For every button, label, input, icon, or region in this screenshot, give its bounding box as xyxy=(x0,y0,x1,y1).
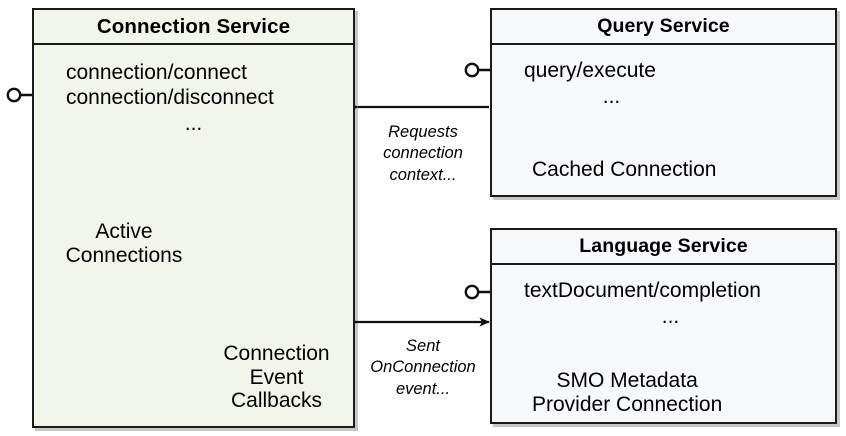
edge-label-sent-line2: OnConnection xyxy=(370,358,476,377)
smo-metadata-label-line1: SMO Metadata xyxy=(556,369,698,392)
query-service-component: Query Service query/execute ... Cached C… xyxy=(490,8,837,197)
language-service-title: Language Service xyxy=(492,230,835,265)
edge-label-sent-onconnection-event: Sent OnConnection event... xyxy=(359,336,487,400)
edge-label-sent-line3: event... xyxy=(395,379,451,398)
edge-label-requests-line3: context... xyxy=(389,165,457,184)
active-connections-caption-line2: Connections xyxy=(65,243,183,267)
operation-connection-disconnect: connection/disconnect xyxy=(66,86,274,110)
active-connections-caption-line1: Active xyxy=(95,220,153,243)
smo-metadata-label: SMO Metadata Provider Connection xyxy=(532,369,722,417)
language-service-operations: textDocument/completion ... xyxy=(524,278,817,329)
edge-label-sent-line1: Sent xyxy=(406,337,440,355)
operation-textdocument-completion: textDocument/completion xyxy=(524,279,761,302)
language-service-operations-ellipsis: ... xyxy=(661,305,680,329)
query-service-operations: query/execute ... xyxy=(524,58,699,109)
query-service-operations-ellipsis: ... xyxy=(602,85,621,109)
cached-connection-artifact: Cached Connection xyxy=(532,158,716,182)
query-service-title: Query Service xyxy=(492,10,835,45)
edge-label-requests-line2: connection xyxy=(383,144,463,163)
edge-label-requests-line1: Requests xyxy=(388,123,458,141)
smo-metadata-provider-connection-artifact: SMO Metadata Provider Connection xyxy=(532,369,722,417)
connection-service-operations-ellipsis: ... xyxy=(184,112,203,136)
connection-service-component: Connection Service connection/connect co… xyxy=(32,8,355,428)
callbacks-caption-line1: Connection xyxy=(223,342,330,365)
connection-service-title: Connection Service xyxy=(34,10,353,45)
operation-connection-connect: connection/connect xyxy=(66,61,247,84)
operation-query-execute: query/execute xyxy=(524,59,656,82)
connection-event-callbacks-caption: Connection Event Callbacks xyxy=(199,342,354,413)
smo-metadata-label-line2: Provider Connection xyxy=(532,392,723,416)
language-service-component: Language Service textDocument/completion… xyxy=(490,228,837,424)
callbacks-caption-line3: Callbacks xyxy=(230,389,323,413)
active-connections-caption: Active Connections xyxy=(44,220,204,267)
cached-connection-label: Cached Connection xyxy=(532,158,717,181)
connection-service-operations: connection/connect connection/disconnect… xyxy=(66,60,321,137)
callbacks-caption-line2: Event xyxy=(249,365,304,389)
edge-label-requests-connection-context: Requests connection context... xyxy=(359,122,487,186)
